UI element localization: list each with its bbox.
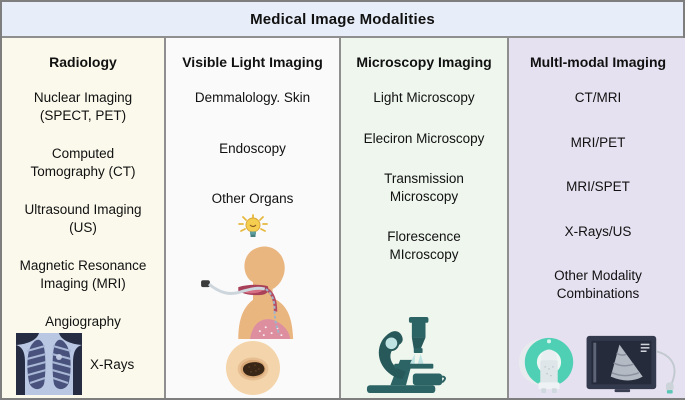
column-heading: Radiology — [49, 54, 117, 70]
columns-container: Radiology Nuclear Imaging (SPECT, PET) C… — [2, 38, 685, 398]
modality-list: Demmalology. Skin Endoscopy Other Organs — [195, 89, 310, 208]
modality-item: Angiography — [45, 314, 121, 330]
skin-mole-icon — [225, 340, 281, 396]
column-heading: Multl-modal Imaging — [529, 54, 667, 70]
column-radiology: Radiology Nuclear Imaging (SPECT, PET) C… — [2, 38, 164, 398]
modality-item: Ultrasound Imaging (US) — [24, 202, 142, 235]
modality-item: MRI/SPET — [566, 179, 630, 195]
modality-list: Light Microscopy Eleciron Microscopy Tra… — [364, 89, 485, 263]
modality-item: Transmission Microscopy — [384, 171, 464, 204]
modality-item: MRI/PET — [570, 134, 626, 150]
modality-list: CT/MRI MRI/PET MRI/SPET X-Rays/US Other … — [554, 89, 642, 302]
microscope-icon — [361, 315, 451, 395]
endoscopy-head-icon — [199, 243, 307, 339]
column-microscopy: Microscopy Imaging Light Microscopy Elec… — [339, 38, 507, 398]
figure-title: Medical Image Modalities — [250, 10, 435, 28]
modality-item: Eleciron Microscopy — [363, 130, 485, 146]
modality-item: Demmalology. Skin — [194, 90, 311, 105]
column-visible-light: Visible Light Imaging Demmalology. Skin … — [164, 38, 339, 398]
column-heading: Microscopy Imaging — [356, 54, 492, 70]
modality-item: CT/MRI — [574, 90, 622, 105]
column-heading: Visible Light Imaging — [182, 54, 323, 70]
chest-xray-icon — [16, 333, 82, 395]
figure-title-bar: Medical Image Modalities — [2, 2, 683, 38]
modality-item: X-Rays/US — [564, 223, 632, 239]
column-multimodal: Multl-modal Imaging CT/MRI MRI/PET MRI/S… — [507, 38, 685, 398]
modality-item: Florescence MIcroscopy — [387, 229, 461, 262]
multimodal-illustrations — [515, 334, 681, 398]
modality-item: Endoscopy — [219, 140, 286, 156]
lightbulb-icon — [236, 214, 270, 241]
xray-row: X-Rays — [8, 333, 158, 398]
modality-item: Magnetic Resonance Imaging (MRI) — [19, 258, 147, 291]
modality-item: Other Organs — [211, 191, 294, 207]
endoscopy-illustration — [199, 214, 307, 398]
xray-label: X-Rays — [90, 356, 135, 372]
modality-item: Computed Tomography (CT) — [30, 146, 136, 179]
ct-mri-scanner-icon — [515, 334, 583, 394]
modality-list: Nuclear Imaging (SPECT, PET) Computed To… — [20, 89, 147, 331]
microscope-illustration — [361, 315, 451, 398]
modality-item: Light Microscopy — [373, 90, 475, 105]
modality-item: Nuclear Imaging (SPECT, PET) — [33, 90, 133, 123]
modality-item: Other Modality Combinations — [554, 268, 642, 301]
ultrasound-monitor-icon — [585, 334, 681, 394]
